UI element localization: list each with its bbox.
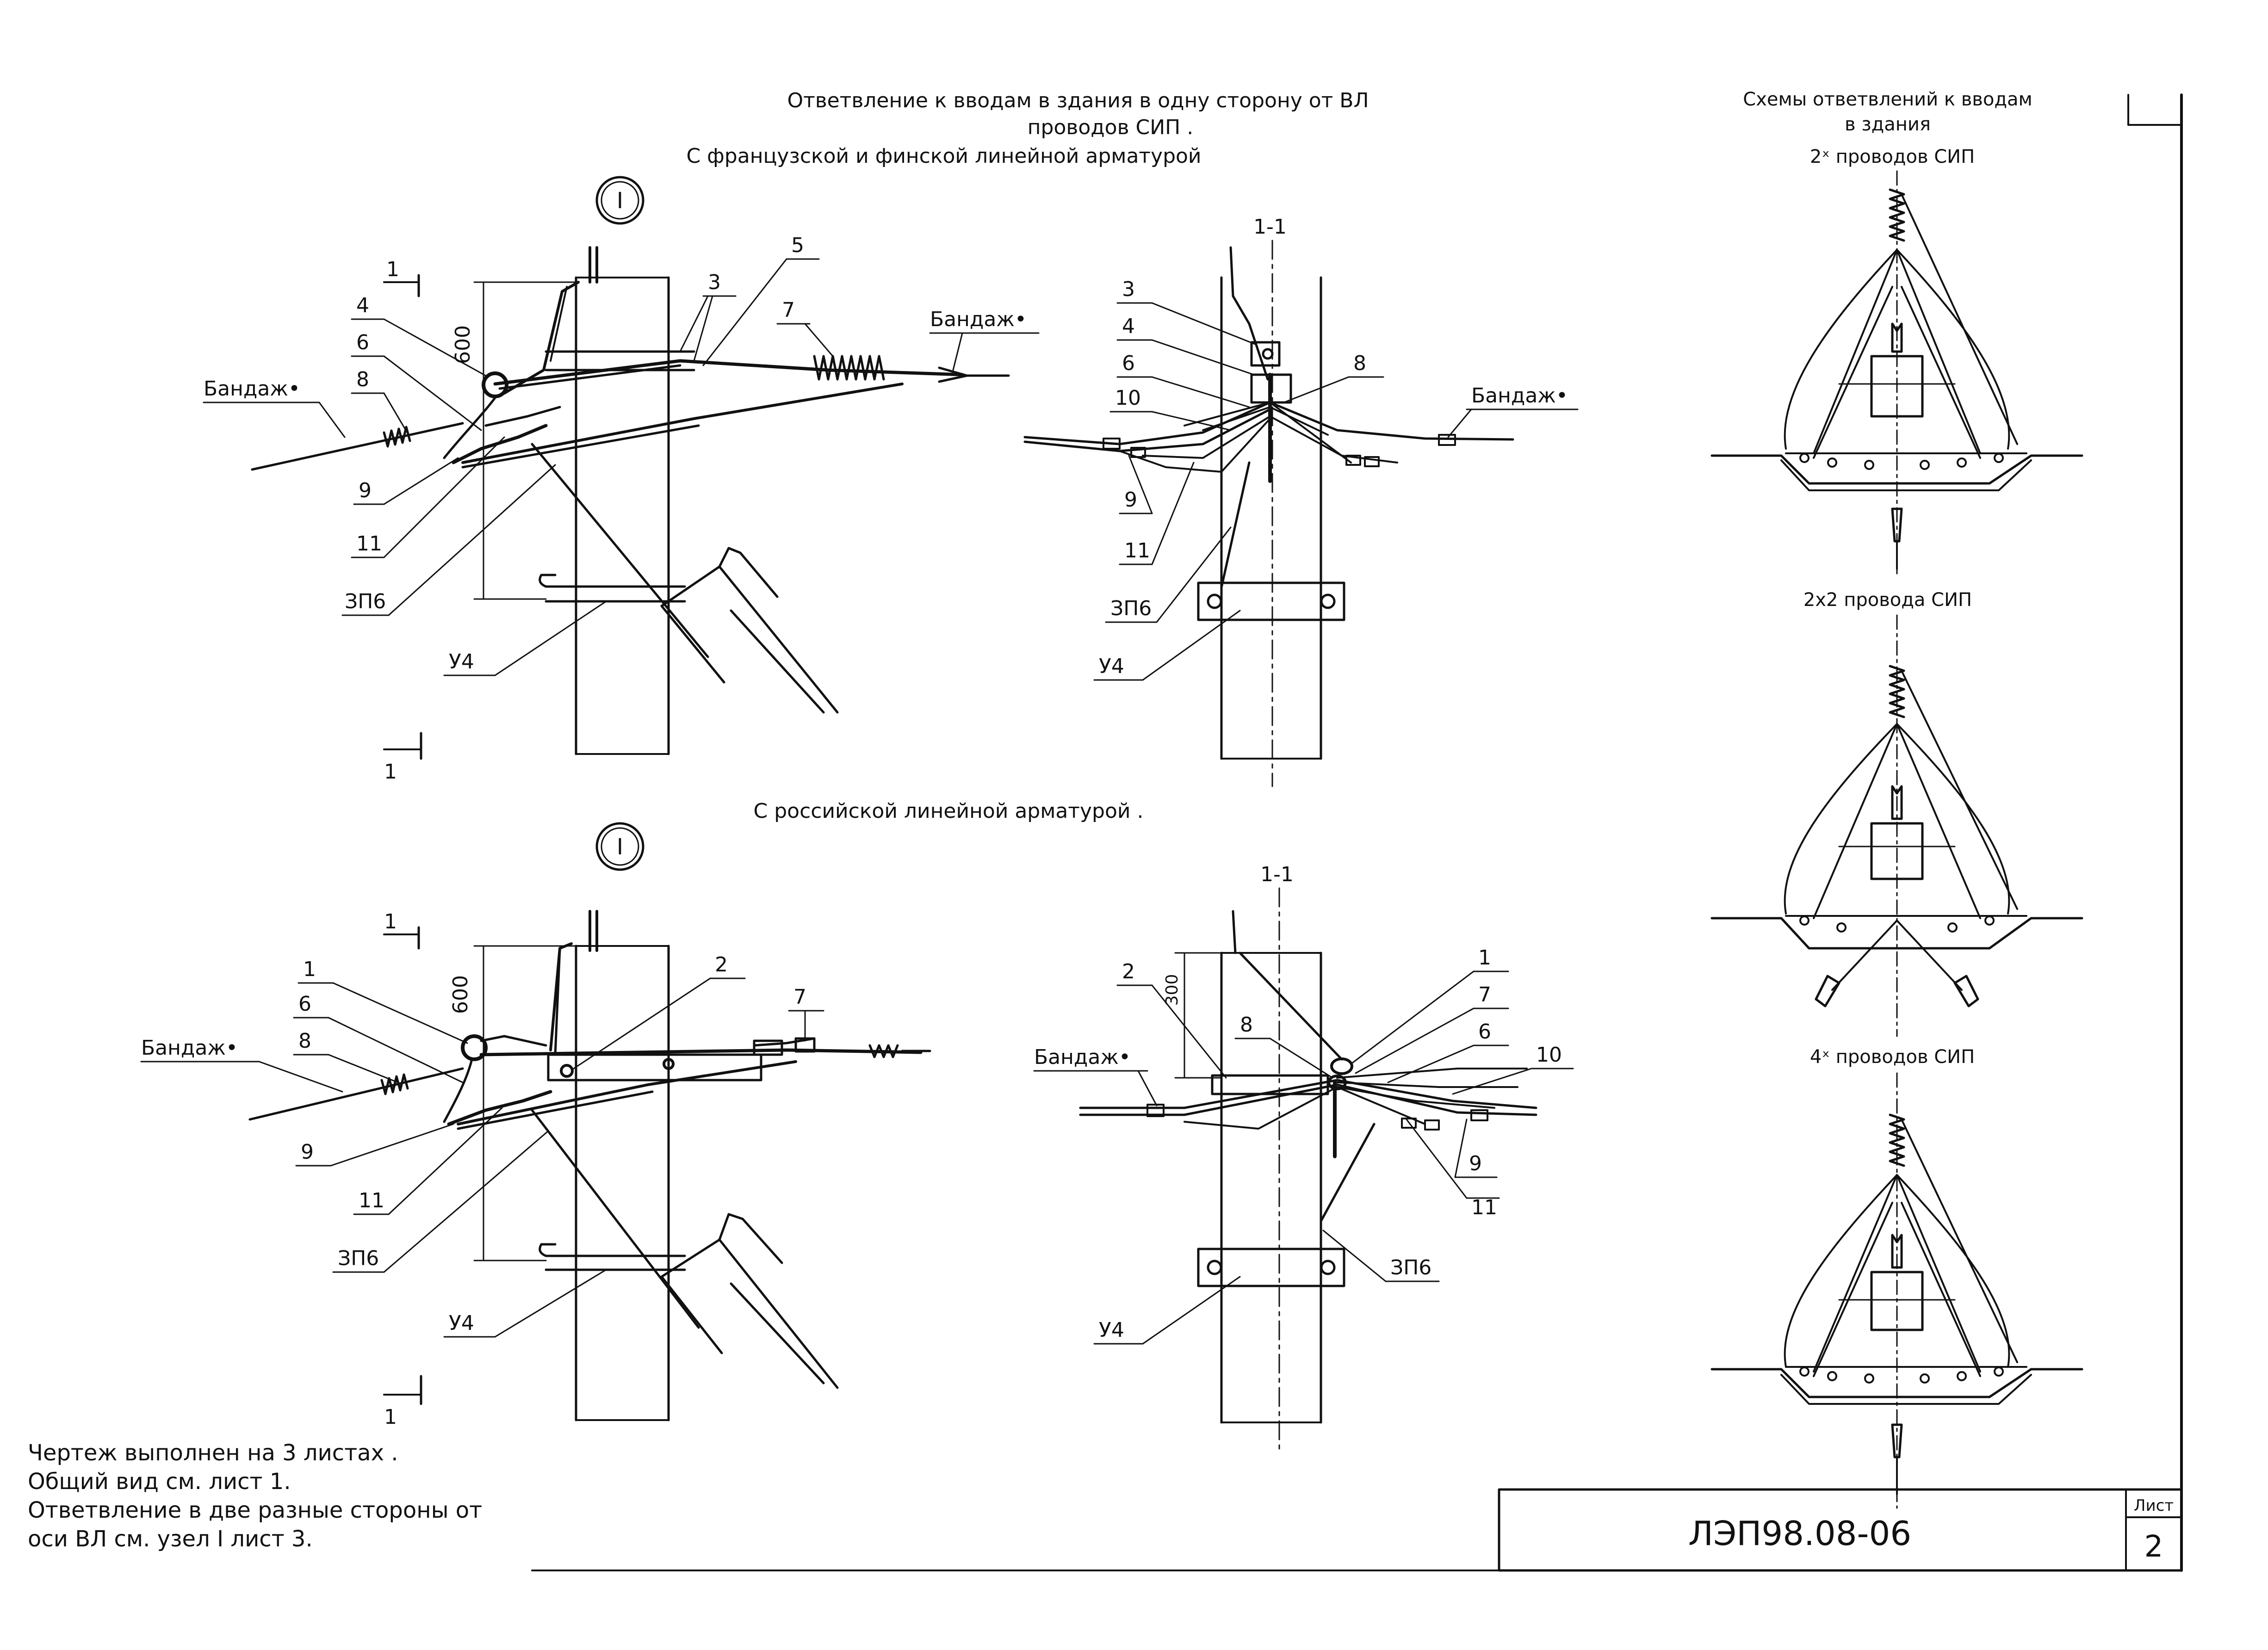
schemes-label-2: 2х2 провода СИП: [1803, 589, 1972, 611]
callout-8: 8: [1240, 1013, 1253, 1037]
callout-u4: У4: [449, 650, 474, 674]
sheet-label: Лист: [2134, 1496, 2174, 1515]
section-title-top: 1-1: [1253, 215, 1287, 239]
callout-zp6: ЗП6: [1110, 597, 1152, 620]
callouts-bottom-side: 1 6 8 Бандаж• 2 7 9 11 ЗП6: [140, 953, 824, 1338]
bottom-section-view: 1-1 300: [1033, 863, 1574, 1453]
callout-2: 2: [715, 953, 728, 976]
callout-8: 8: [1353, 352, 1366, 375]
callout-zp6: ЗП6: [1390, 1256, 1431, 1279]
callout-9: 9: [1124, 488, 1137, 512]
callout-bandage-left-top: Бандаж•: [204, 377, 300, 401]
callout-8: 8: [298, 1029, 311, 1053]
section-mark-bottom-1: 1: [384, 910, 397, 933]
callout-7: 7: [1478, 983, 1491, 1007]
callout-5: 5: [791, 234, 804, 257]
scheme-2-wires: [1710, 170, 2083, 579]
section-mark-bottom-2: 1: [384, 1405, 397, 1429]
callout-9: 9: [1469, 1152, 1482, 1175]
section-title-bottom: 1-1: [1260, 863, 1294, 886]
callout-zp6: ЗП6: [345, 590, 386, 613]
callout-bandage-right-top: Бандаж•: [930, 308, 1027, 331]
document-code: ЛЭП98.08-06: [1688, 1514, 1911, 1553]
note-line-2: Общий вид см. лист 1.: [28, 1469, 291, 1495]
schemes-label-1: 2ˣ проводов СИП: [1810, 146, 1975, 167]
schemes-title-2: в здания: [1845, 114, 1931, 135]
node-label-bottom: I: [617, 834, 623, 860]
callout-3: 3: [1122, 278, 1135, 301]
top-side-view: 600 1 1 I 3 5 7 Бандаж• 4: [203, 176, 1040, 784]
title-line-1: Ответвление к вводам в здания в одну сто…: [787, 89, 1369, 112]
scheme-4-wires: [1710, 1072, 2083, 1509]
note-line-3: Ответвление в две разные стороны от: [28, 1497, 483, 1523]
note-line-4: оси ВЛ см. узел I лист 3.: [28, 1526, 313, 1552]
callout-9: 9: [359, 479, 372, 502]
callout-6: 6: [1122, 352, 1135, 375]
callout-6: 6: [356, 331, 369, 354]
callout-1: 1: [303, 958, 316, 981]
callout-bandage-section-bottom: Бандаж•: [1034, 1045, 1131, 1069]
scheme-2x2-wires: [1710, 614, 2083, 1037]
callout-10: 10: [1115, 386, 1141, 410]
dim-600-top: 600: [451, 325, 475, 364]
section-mark-top-1: 1: [386, 258, 399, 281]
subtitle-bottom: С российской линейной арматурой .: [754, 799, 1144, 823]
callout-11: 11: [359, 1189, 384, 1212]
callout-1: 1: [1478, 946, 1491, 970]
callout-u4: У4: [449, 1311, 474, 1335]
callout-bandage-left-bottom: Бандаж•: [141, 1036, 238, 1060]
dim-600-bottom: 600: [449, 975, 472, 1014]
callout-2: 2: [1122, 960, 1135, 983]
callout-4: 4: [1122, 315, 1135, 338]
title-block: ЛЭП98.08-06 Лист 2: [1498, 1488, 2183, 1572]
subtitle-top: С французской и финской линейной арматур…: [686, 144, 1201, 168]
callouts-top-side: 3 5 7 Бандаж• 4 6 Бандаж• 8 9: [203, 234, 1040, 676]
sheet-number: 2: [2144, 1530, 2163, 1564]
callout-zp6: ЗП6: [338, 1247, 379, 1270]
callout-7: 7: [782, 298, 795, 322]
dim-300: 300: [1163, 974, 1182, 1006]
note-line-1: Чертеж выполнен на 3 листах .: [28, 1440, 398, 1466]
callout-6: 6: [1478, 1020, 1491, 1044]
callout-11: 11: [1124, 539, 1150, 562]
callout-u4: У4: [1099, 1318, 1124, 1342]
drawing-notes: Чертеж выполнен на 3 листах . Общий вид …: [28, 1439, 482, 1553]
callout-u4: У4: [1099, 655, 1124, 678]
schemes-label-3: 4ˣ проводов СИП: [1810, 1046, 1975, 1068]
section-mark-top-2: 1: [384, 760, 397, 784]
callout-11: 11: [1471, 1196, 1497, 1219]
title-line-2: проводов СИП .: [1028, 116, 1193, 139]
callout-9: 9: [301, 1140, 314, 1164]
callout-11: 11: [356, 532, 382, 556]
callout-bandage-section-top: Бандаж•: [1471, 384, 1568, 408]
callout-4: 4: [356, 294, 369, 317]
callout-10: 10: [1536, 1043, 1562, 1067]
callout-3: 3: [708, 271, 721, 294]
sheet-frame: [531, 93, 2183, 1572]
top-section-view: 1-1 3 4: [1023, 215, 1579, 787]
callout-8: 8: [356, 368, 369, 391]
node-label-top: I: [617, 188, 623, 214]
schemes-title-1: Схемы ответвлений к вводам: [1743, 89, 2032, 110]
callout-6: 6: [298, 992, 311, 1016]
bottom-side-view: 600 1 1 I 1 6 8 Бандаж• 2 7: [140, 822, 931, 1429]
callout-7: 7: [793, 985, 806, 1009]
